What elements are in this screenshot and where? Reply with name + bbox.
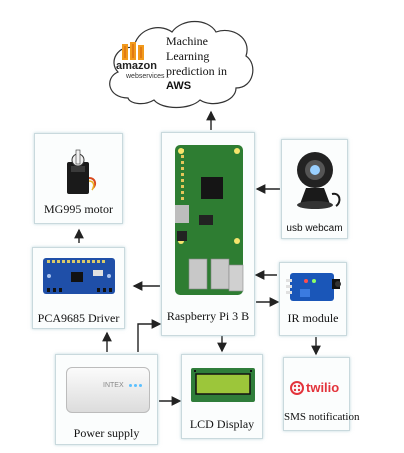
power-bank-icon: INTEX	[66, 367, 150, 413]
raspberry-pi-label: Raspberry Pi 3 B	[166, 309, 250, 323]
driver-label: PCA9685 Driver	[37, 311, 120, 325]
ir-module-label: IR module	[287, 311, 339, 325]
lcd-node: LCD Display	[181, 354, 263, 439]
webcam-label: usb webcam	[286, 223, 343, 234]
sms-node: twilio SMS notification	[283, 357, 360, 431]
aws-logo-sub2: services	[138, 73, 165, 80]
aws-logo-sub1: web	[126, 73, 139, 80]
cloud-text-line-1: Machine	[166, 34, 208, 48]
ir-sensor-icon	[286, 273, 341, 301]
driver-node: PCA9685 Driver	[32, 247, 125, 329]
servo-motor-icon	[67, 149, 97, 194]
webcam-icon	[297, 152, 341, 209]
power-supply-label: Power supply	[73, 426, 140, 440]
cloud-text-line-3: prediction in	[166, 64, 227, 78]
cloud-shape	[109, 20, 254, 109]
lcd-label: LCD Display	[189, 417, 255, 431]
webcam-node: usb webcam	[281, 139, 348, 239]
ir-module-node: IR module	[279, 262, 347, 336]
power-bank-brand: INTEX	[103, 382, 124, 389]
cloud-text: Machine Learning prediction in AWS	[166, 34, 227, 94]
lcd-module-icon	[191, 368, 255, 402]
twilio-logo-word: twilio	[306, 380, 340, 395]
aws-logo-icon: amazon webservices	[114, 42, 165, 86]
pwm-driver-board-icon	[43, 258, 115, 294]
aws-cloud-node: amazon webservices Machine Learning pred…	[100, 14, 256, 110]
cloud-text-line-2: Learning	[166, 49, 210, 63]
cloud-text-line-4: AWS	[166, 80, 192, 92]
raspberry-pi-node: Raspberry Pi 3 B	[161, 132, 255, 336]
motor-label: MG995 motor	[44, 202, 113, 216]
power-supply-node: INTEX Power supply	[55, 354, 158, 445]
arrow-power-to-pi	[137, 319, 162, 352]
twilio-logo-icon: twilio	[288, 380, 348, 396]
aws-logo-word: amazon	[116, 60, 157, 72]
motor-node: MG995 motor	[34, 133, 123, 224]
raspberry-pi-board-icon	[175, 145, 244, 295]
sms-label: SMS notification	[284, 411, 360, 423]
